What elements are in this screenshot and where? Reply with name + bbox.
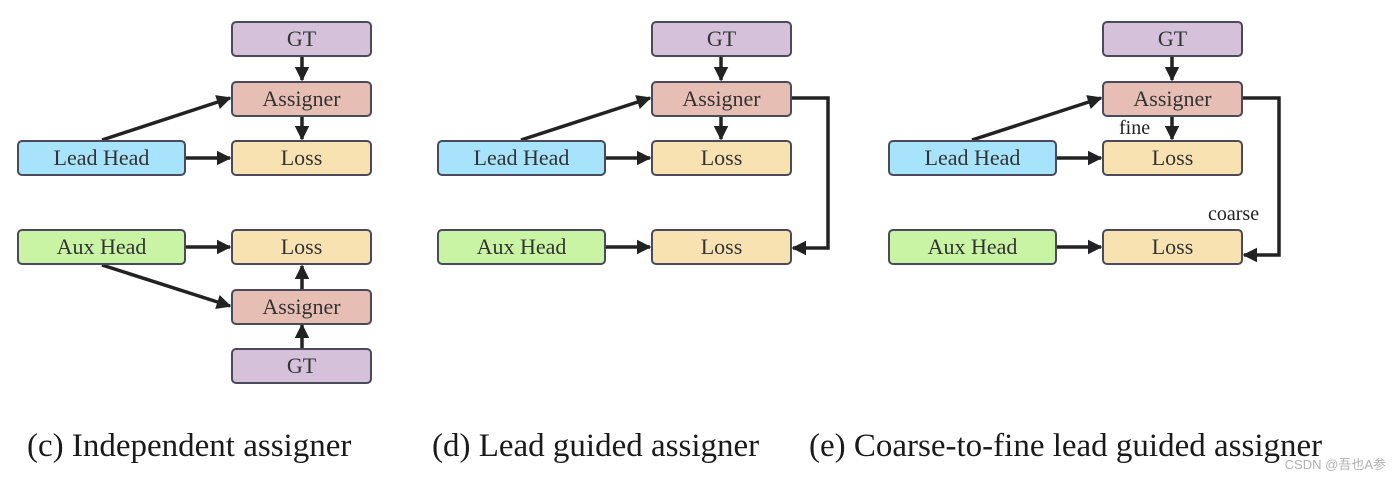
c-lead-head-label: Lead Head	[53, 145, 150, 170]
c-lead-head-box: Lead Head	[17, 140, 186, 176]
d-gt-label: GT	[706, 26, 737, 51]
e-loss-bottom-box: Loss	[1102, 229, 1243, 265]
d-aux-head-label: Aux Head	[476, 234, 567, 259]
c-gt-top-label: GT	[286, 26, 317, 51]
c-loss-top-box: Loss	[231, 140, 372, 176]
arrow-c-lead-to-assigner	[101, 95, 232, 142]
e-aux-head-label: Aux Head	[927, 234, 1018, 259]
e-loss-top-box: Loss	[1102, 140, 1243, 176]
d-gt-box: GT	[651, 21, 792, 57]
c-loss-top-label: Loss	[280, 145, 323, 170]
c-gt-bottom-box: GT	[231, 348, 372, 384]
arrow-c-aux-to-assigner	[101, 263, 232, 309]
d-assigner-box: Assigner	[651, 81, 792, 117]
arrow-d-assigner-to-aux-loss	[791, 96, 830, 256]
c-assigner-bottom-box: Assigner	[231, 289, 372, 325]
caption-c: (c) Independent assigner	[27, 428, 352, 464]
e-loss-bottom-label: Loss	[1151, 234, 1194, 259]
c-assigner-top-box: Assigner	[231, 81, 372, 117]
c-assigner-top-label: Assigner	[262, 86, 341, 111]
d-lead-head-box: Lead Head	[437, 140, 606, 176]
watermark: CSDN @吾也A参	[1284, 457, 1386, 472]
c-loss-bottom-label: Loss	[280, 234, 323, 259]
c-aux-head-label: Aux Head	[56, 234, 147, 259]
arrow-e-lead-to-assigner	[971, 95, 1103, 142]
d-loss-top-box: Loss	[651, 140, 792, 176]
c-assigner-bottom-label: Assigner	[262, 294, 341, 319]
e-assigner-label: Assigner	[1133, 86, 1212, 111]
caption-e: (e) Coarse-to-fine lead guided assigner	[809, 428, 1323, 464]
c-gt-top-box: GT	[231, 21, 372, 57]
e-aux-head-box: Aux Head	[888, 229, 1057, 265]
e-gt-box: GT	[1102, 21, 1243, 57]
d-loss-bottom-label: Loss	[700, 234, 743, 259]
d-lead-head-label: Lead Head	[473, 145, 570, 170]
d-loss-bottom-box: Loss	[651, 229, 792, 265]
c-loss-bottom-box: Loss	[231, 229, 372, 265]
c-gt-bottom-label: GT	[286, 353, 317, 378]
d-loss-top-label: Loss	[700, 145, 743, 170]
arrow-d-lead-to-assigner	[520, 95, 652, 142]
d-assigner-label: Assigner	[682, 86, 761, 111]
caption-d: (d) Lead guided assigner	[432, 428, 760, 464]
d-aux-head-box: Aux Head	[437, 229, 606, 265]
e-assigner-box: Assigner	[1102, 81, 1243, 117]
arrow-e-assigner-to-aux-loss	[1242, 96, 1281, 263]
e-fine-label: fine	[1119, 117, 1151, 139]
e-gt-label: GT	[1157, 26, 1188, 51]
e-lead-head-box: Lead Head	[888, 140, 1057, 176]
e-coarse-label: coarse	[1208, 203, 1260, 225]
e-lead-head-label: Lead Head	[924, 145, 1021, 170]
e-loss-top-label: Loss	[1151, 145, 1194, 170]
c-aux-head-box: Aux Head	[17, 229, 186, 265]
